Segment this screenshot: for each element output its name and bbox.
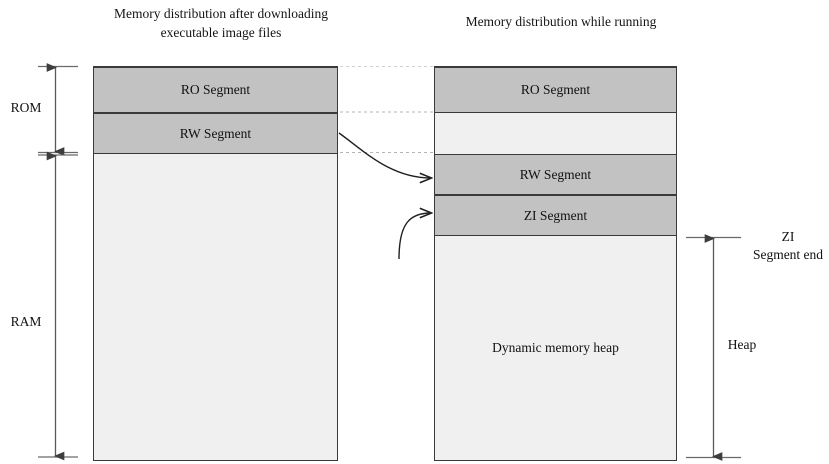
zi-creation-arrow <box>398 213 431 260</box>
zi-segment-end-label: ZI Segment end <box>752 229 824 262</box>
right-segment-gap <box>435 113 676 154</box>
right-segment-zi: ZI Segment <box>435 195 676 236</box>
right-segment-heap: Dynamic memory heap <box>435 236 676 460</box>
right-memory-column: RO Segment RW Segment ZI Segment Dynamic… <box>434 66 677 461</box>
left-segment-rw: RW Segment <box>94 113 337 154</box>
heap-range-label: Heap <box>727 337 757 352</box>
left-segment-ro: RO Segment <box>94 67 337 113</box>
right-segment-ro: RO Segment <box>435 67 676 113</box>
rw-relocation-arrow <box>338 132 431 178</box>
rom-range-label: ROM <box>10 100 42 115</box>
ram-range-label: RAM <box>10 314 42 329</box>
right-segment-rw: RW Segment <box>435 154 676 195</box>
ram-measure <box>38 154 78 458</box>
left-memory-column: RO Segment RW Segment <box>93 66 338 461</box>
dotted-guide-lines <box>340 66 433 153</box>
left-diagram-title: Memory distribution after downloading ex… <box>113 6 329 40</box>
left-segment-free <box>94 154 337 460</box>
right-diagram-title: Memory distribution while running <box>465 14 657 29</box>
